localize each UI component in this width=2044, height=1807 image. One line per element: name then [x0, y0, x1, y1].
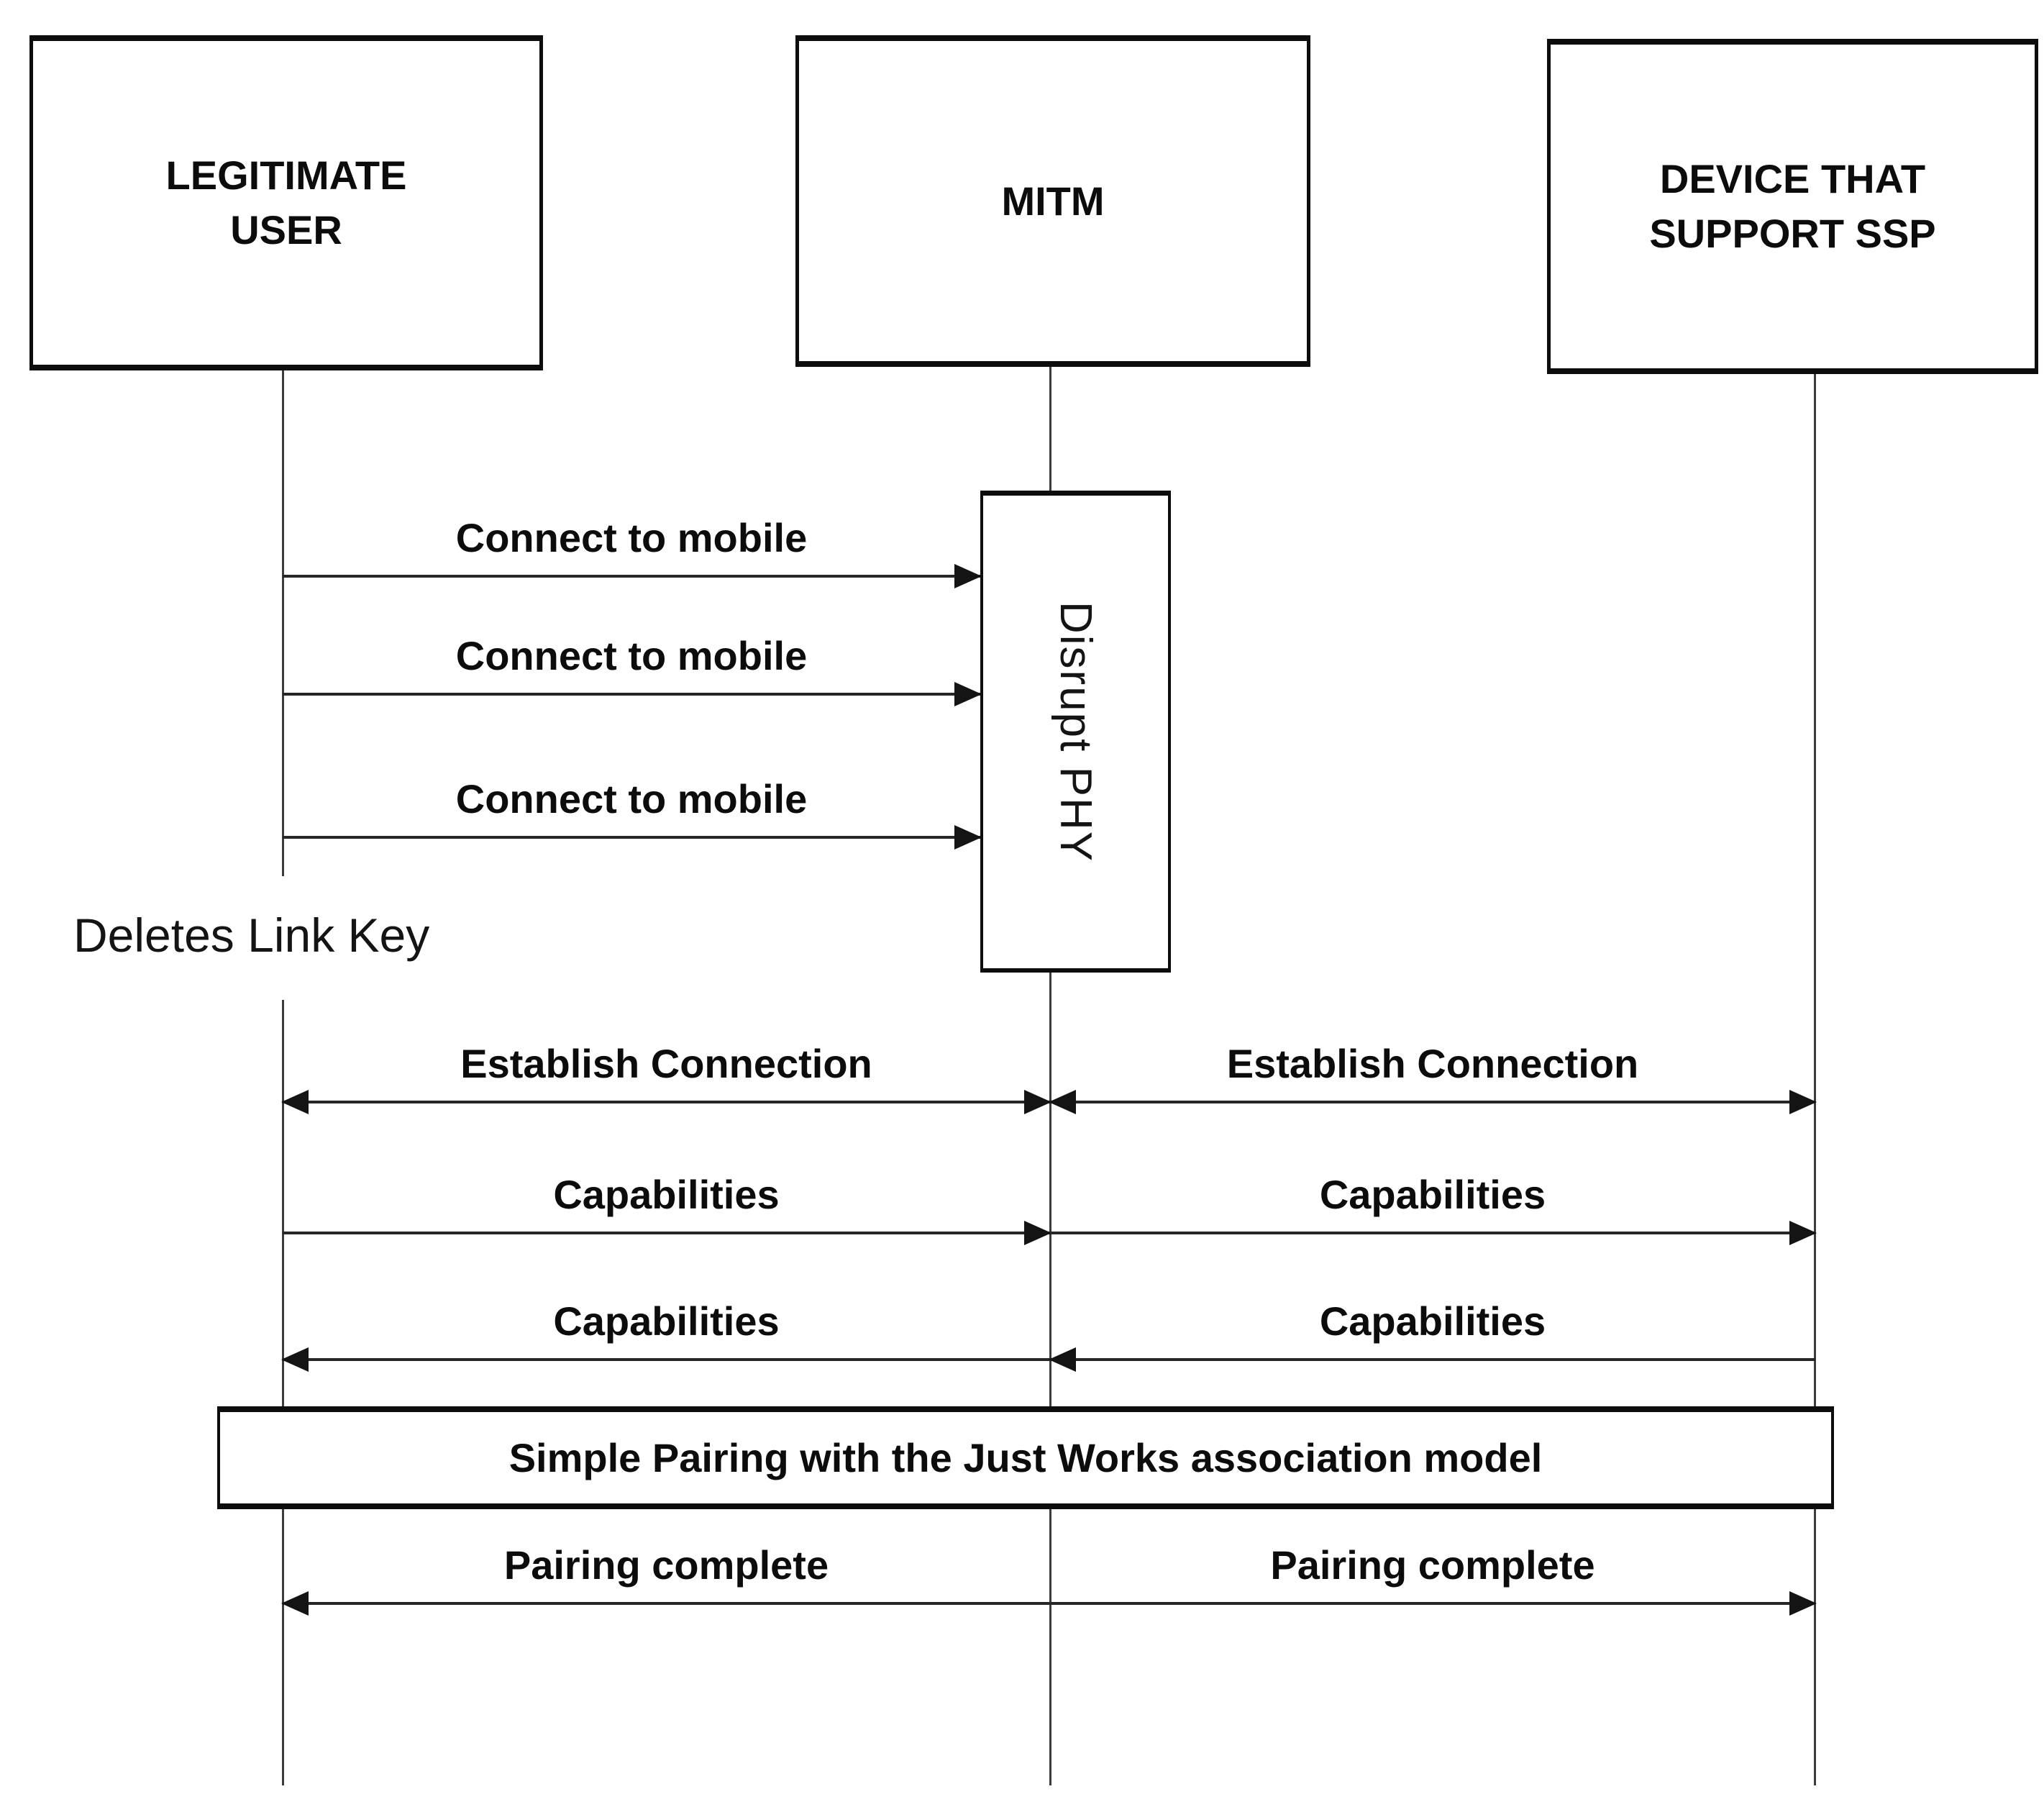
- message-arrow-capabilities-request-right: Capabilities: [1050, 1157, 1817, 1245]
- activation-box-disrupt-phy: Disrupt PHY: [980, 491, 1171, 973]
- arrow-line: [283, 836, 980, 839]
- arrowhead-left-icon: [281, 1090, 309, 1114]
- arrowhead-right-icon: [954, 825, 982, 850]
- lifeline-legitimate-user-lower: [282, 1000, 284, 1785]
- message-arrow-pairing-complete-right: Pairing complete: [1050, 1527, 1817, 1616]
- arrow-line: [283, 1358, 1050, 1361]
- arrowhead-left-icon: [281, 1347, 309, 1372]
- message-arrow-establish-connection-left: Establish Connection: [281, 1026, 1051, 1114]
- message-label-capabilities-response-right: Capabilities: [1319, 1298, 1546, 1344]
- arrowhead-right-icon: [1024, 1090, 1051, 1114]
- message-arrow-capabilities-response-left: Capabilities: [281, 1283, 1050, 1372]
- banner-label-simple-pairing: Simple Pairing with the Just Works assoc…: [508, 1435, 1543, 1480]
- lifeline-device-ssp: [1814, 374, 1816, 1785]
- actor-box-legitimate-user: LEGITIMATE USER: [29, 35, 543, 370]
- arrowhead-right-icon: [954, 564, 982, 588]
- actor-label-mitm: MITM: [1001, 178, 1105, 224]
- arrowhead-left-icon: [1049, 1347, 1076, 1372]
- arrow-line: [283, 1232, 1050, 1234]
- arrow-line: [283, 693, 980, 696]
- banner-simple-pairing: Simple Pairing with the Just Works assoc…: [217, 1406, 1834, 1509]
- actor-label-device-ssp: DEVICE THAT SUPPORT SSP: [1649, 156, 1936, 256]
- arrow-line: [1050, 1101, 1815, 1103]
- message-arrow-pairing-complete-left: Pairing complete: [281, 1527, 1050, 1616]
- note-deletes-link-key: Deletes Link Key: [73, 909, 430, 962]
- message-label-connect-to-mobile-1: Connect to mobile: [455, 515, 808, 561]
- message-label-pairing-complete-right: Pairing complete: [1270, 1542, 1595, 1588]
- arrow-line: [1050, 1358, 1815, 1361]
- arrow-line: [1050, 1232, 1815, 1234]
- actor-label-legitimate-user: LEGITIMATE USER: [165, 153, 407, 252]
- lifeline-mitm-upper: [1049, 367, 1051, 493]
- message-label-pairing-complete-left: Pairing complete: [503, 1542, 829, 1588]
- arrowhead-right-icon: [1789, 1591, 1817, 1616]
- arrowhead-right-icon: [1789, 1221, 1817, 1245]
- arrowhead-left-icon: [281, 1591, 309, 1616]
- activation-label-disrupt-phy: Disrupt PHY: [1051, 601, 1100, 863]
- message-label-establish-connection-left: Establish Connection: [460, 1041, 872, 1087]
- arrow-line: [1050, 1602, 1815, 1605]
- message-arrow-establish-connection-right: Establish Connection: [1049, 1026, 1817, 1114]
- message-label-capabilities-request-left: Capabilities: [553, 1172, 780, 1218]
- arrow-line: [283, 575, 980, 578]
- message-arrow-connect-to-mobile-3: Connect to mobile: [283, 761, 982, 850]
- message-label-capabilities-response-left: Capabilities: [553, 1298, 780, 1344]
- arrowhead-right-icon: [1789, 1090, 1817, 1114]
- message-label-capabilities-request-right: Capabilities: [1319, 1172, 1546, 1218]
- message-label-establish-connection-right: Establish Connection: [1226, 1041, 1639, 1087]
- actor-box-device-ssp: DEVICE THAT SUPPORT SSP: [1547, 39, 2038, 374]
- lifeline-legitimate-user-upper: [282, 370, 284, 876]
- message-arrow-capabilities-request-left: Capabilities: [283, 1157, 1051, 1245]
- arrow-line: [283, 1101, 1050, 1103]
- message-label-connect-to-mobile-2: Connect to mobile: [455, 633, 808, 679]
- arrow-line: [283, 1602, 1050, 1605]
- lifeline-mitm-lower: [1049, 973, 1051, 1785]
- message-label-connect-to-mobile-3: Connect to mobile: [455, 776, 808, 822]
- message-arrow-connect-to-mobile-1: Connect to mobile: [283, 500, 982, 588]
- arrowhead-right-icon: [1024, 1221, 1051, 1245]
- arrowhead-right-icon: [954, 682, 982, 706]
- arrowhead-left-icon: [1049, 1090, 1076, 1114]
- message-arrow-connect-to-mobile-2: Connect to mobile: [283, 618, 982, 706]
- actor-box-mitm: MITM: [795, 35, 1310, 367]
- message-arrow-capabilities-response-right: Capabilities: [1049, 1283, 1815, 1372]
